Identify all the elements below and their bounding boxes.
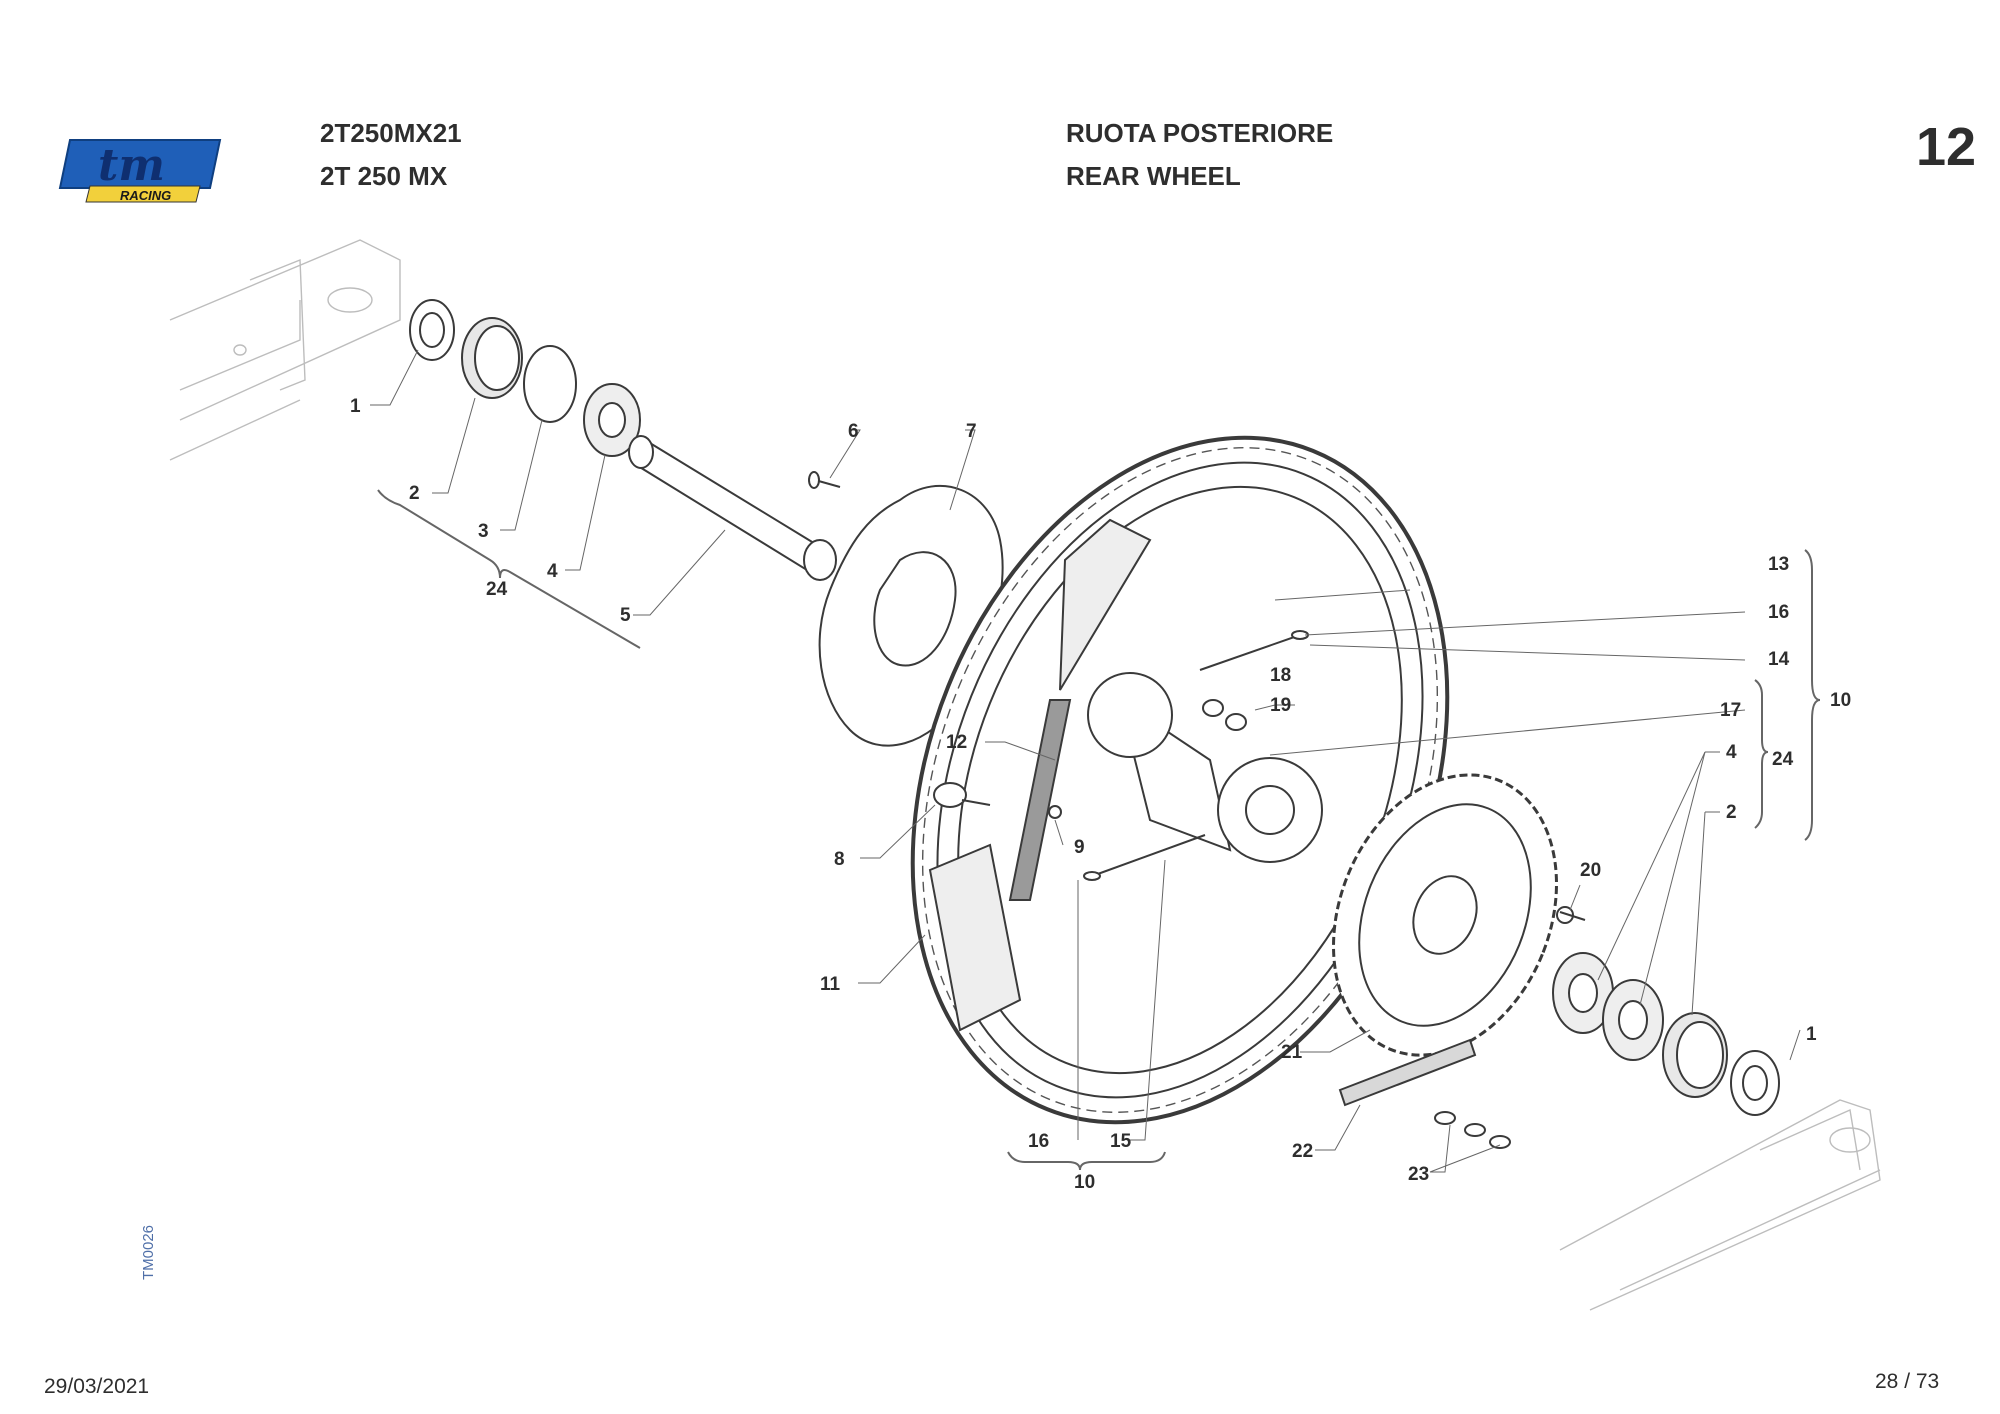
left-swingarm-ghost [169,239,401,461]
leader-lines [370,349,1801,1173]
tm-racing-logo: tm RACING [50,130,225,210]
part-12-rim-band [1008,699,1072,901]
model-code: 2T250MX21 [320,118,462,148]
callout-14: 14 [1768,649,1790,670]
callout-10-bottom: 10 [1074,1172,1095,1193]
section-number: 12 [1916,117,1977,177]
callout-8: 8 [834,849,845,870]
callout-5: 5 [620,605,631,626]
part-3-circlip [523,345,577,423]
part-22-chain [1338,1038,1477,1107]
title-english: REAR WHEEL [1066,161,1241,191]
callout-7: 7 [966,421,977,442]
svg-text:tm: tm [98,140,165,191]
callout-10-right: 10 [1830,690,1851,711]
part-20-bolt [1556,906,1586,924]
brace-24-left [377,489,641,649]
model-name: 2T 250 MX [320,161,448,191]
part-15-spoke-lower [1094,834,1206,876]
part-23-chain-links [1434,1111,1511,1149]
callout-1-left: 1 [350,396,361,417]
callout-4-left: 4 [547,561,558,582]
callout-23: 23 [1408,1164,1429,1185]
print-date: 29/03/2021 [44,1375,150,1398]
part-9-nut [1048,805,1062,819]
part-1-seal-left [409,299,455,361]
callout-9: 9 [1074,837,1085,858]
callout-24-left: 24 [486,579,508,600]
brace-10-bottom [1007,1151,1166,1171]
part-4-bearing-left [583,383,641,457]
part-8-valve [933,782,991,808]
callout-18: 18 [1270,665,1291,686]
callout-2-left: 2 [409,483,420,504]
part-2-ring-right [1662,1012,1728,1098]
page-counter: 28 / 73 [1875,1370,1940,1393]
callout-22: 22 [1292,1141,1313,1162]
callout-17: 17 [1720,700,1741,721]
callout-6: 6 [848,421,859,442]
callout-19: 19 [1270,695,1291,716]
part-1-seal-right [1730,1050,1780,1116]
callout-15: 15 [1110,1131,1132,1152]
brace-24-right [1754,679,1769,829]
callout-16-upper: 16 [1768,602,1789,623]
callout-1-right: 1 [1806,1024,1817,1045]
title-italian: RUOTA POSTERIORE [1066,118,1334,148]
brace-10-right [1804,549,1821,841]
right-swingarm-ghost [1559,1099,1881,1311]
part-2-ring [461,317,523,399]
part-19-washer [1225,713,1247,731]
callout-4-right: 4 [1726,742,1737,763]
part-6-bolt [808,471,841,489]
part-16-nipple-lower [1083,871,1101,881]
callout-20: 20 [1580,860,1601,881]
part-14-spoke-upper [1199,634,1301,671]
part-18-washer [1202,699,1224,717]
part-11-inner-tube [928,518,1152,1032]
callout-16-lower: 16 [1028,1131,1049,1152]
part-4-bearing-right [1552,952,1614,1034]
callout-21: 21 [1281,1042,1303,1063]
callout-13: 13 [1768,554,1789,575]
hub [1087,672,1323,863]
part-5-tube [628,435,837,581]
callout-11: 11 [820,974,841,995]
part-4-bearing-right-2 [1602,979,1664,1061]
callout-24-right: 24 [1772,749,1794,770]
callout-12: 12 [946,732,967,753]
svg-text:RACING: RACING [120,188,171,203]
document-id: TM0026 [140,1224,157,1280]
callout-2-right: 2 [1726,802,1737,823]
part-21-sprocket [1332,773,1558,1057]
callout-3: 3 [478,521,489,542]
